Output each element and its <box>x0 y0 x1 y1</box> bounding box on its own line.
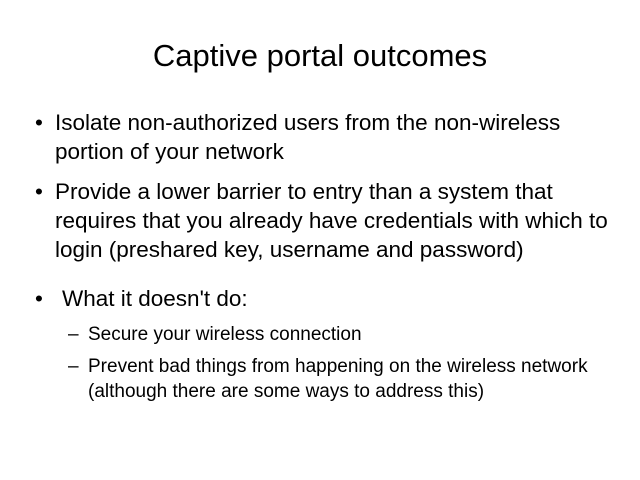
list-item: • Isolate non-authorized users from the … <box>30 108 620 166</box>
sub-list-item-text: Secure your wireless connection <box>88 324 362 345</box>
bullet-dot-icon: • <box>35 286 43 311</box>
bullet-dash-icon: – <box>68 356 79 377</box>
sub-list-item: – Prevent bad things from happening on t… <box>30 354 620 404</box>
bullet-dot-icon: • <box>35 110 43 135</box>
sub-list-item: – Secure your wireless connection <box>30 322 620 347</box>
list-item: • What it doesn't do: <box>30 284 620 313</box>
list-item-text: Isolate non-authorized users from the no… <box>55 110 561 164</box>
sub-list: – Secure your wireless connection – Prev… <box>30 322 620 404</box>
sub-list-item-text: Prevent bad things from happening on the… <box>88 356 588 402</box>
slide-body-outline: • Isolate non-authorized users from the … <box>30 108 620 411</box>
list-item: • Provide a lower barrier to entry than … <box>30 177 620 264</box>
bullet-dot-icon: • <box>35 179 43 204</box>
bullet-dash-icon: – <box>68 324 79 345</box>
list-item-text: What it doesn't do: <box>62 286 248 311</box>
list-item-text: Provide a lower barrier to entry than a … <box>55 179 608 262</box>
page-title: Captive portal outcomes <box>152 38 488 73</box>
